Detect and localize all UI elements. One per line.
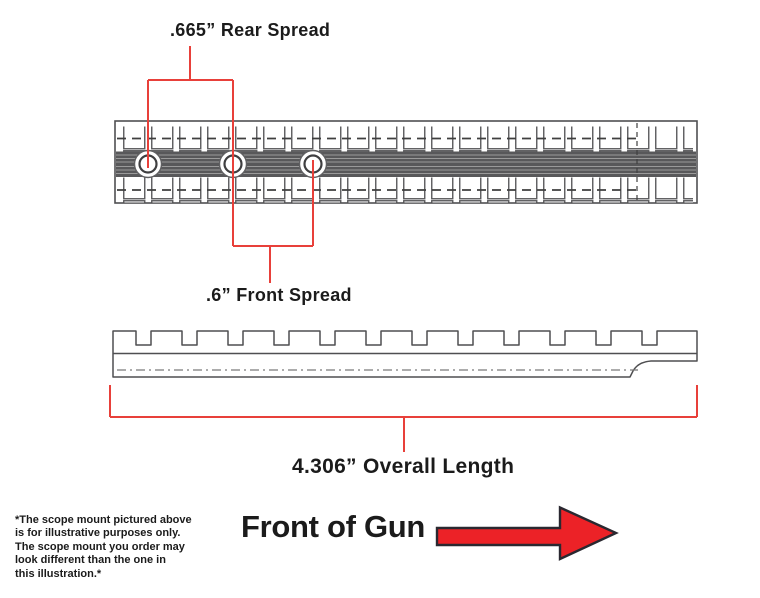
rail-side-view (112, 330, 698, 378)
front-spread-callout (232, 160, 314, 283)
rear-spread-callout (147, 46, 234, 168)
overall-length-callout (109, 385, 698, 452)
disclaimer-note: *The scope mount pictured above is for i… (15, 514, 220, 581)
overall-length-label: 4.306” Overall Length (292, 455, 515, 478)
disclaimer-line: look different than the one in (15, 554, 166, 567)
front-of-gun-arrow-icon (435, 505, 619, 561)
rear-spread-label: .665” Rear Spread (170, 20, 331, 40)
front-of-gun-label: Front of Gun (241, 509, 426, 544)
rail-top-view (114, 120, 698, 204)
disclaimer-line: is for illustrative purposes only. (15, 527, 181, 540)
disclaimer-line: *The scope mount pictured above (15, 514, 192, 526)
disclaimer-line: The scope mount you order may (15, 540, 185, 553)
dimension-lines (109, 46, 698, 452)
front-spread-label: .6” Front Spread (206, 285, 352, 305)
disclaimer-line: this illustration.* (15, 567, 102, 580)
